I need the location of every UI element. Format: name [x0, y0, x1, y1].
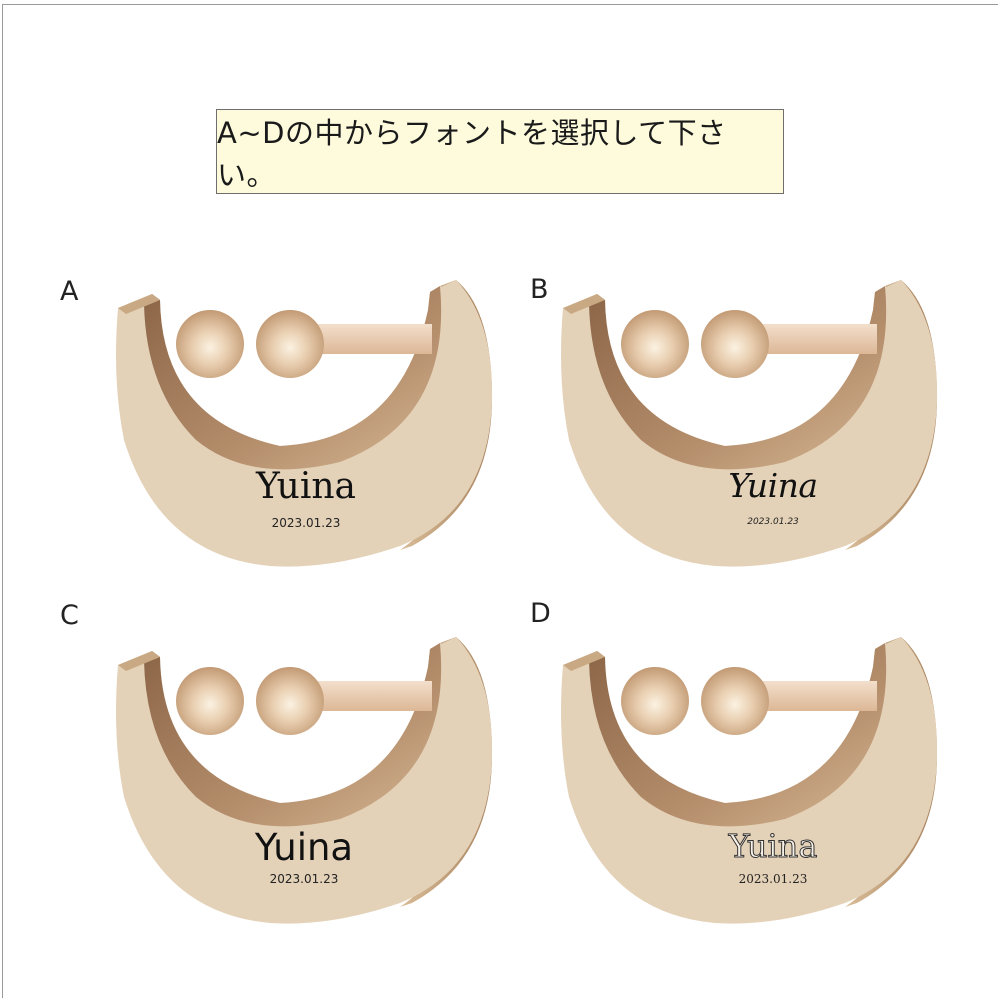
page-frame	[2, 4, 998, 998]
instruction-box: A~Dの中からフォントを選択して下さい。	[216, 109, 784, 194]
crescent-face	[561, 280, 938, 567]
option-letter-c: C	[60, 600, 79, 631]
pearl-right	[256, 667, 324, 735]
pearl-right	[701, 310, 769, 378]
crescent-face	[116, 280, 493, 567]
crescent-face	[561, 637, 938, 924]
instruction-text: A~Dの中からフォントを選択して下さい。	[217, 115, 727, 192]
date-text: 2023.01.23	[269, 872, 339, 886]
option-card-c[interactable]: Yuina 2023.01.23	[100, 627, 500, 927]
date-text: 2023.01.23	[738, 872, 808, 886]
bar	[755, 681, 877, 711]
name-text: Yuina	[728, 466, 818, 505]
name-text: Yuina	[256, 466, 356, 507]
date-text: 2023.01.23	[271, 516, 341, 530]
bar	[755, 324, 877, 354]
bar	[310, 681, 432, 711]
name-text: Yuina	[254, 826, 354, 869]
pearl-right	[256, 310, 324, 378]
option-card-a[interactable]: Yuina 2023.01.23	[100, 270, 500, 570]
option-letter-a: A	[60, 276, 79, 307]
option-card-d[interactable]: Yuina 2023.01.23	[545, 627, 945, 927]
crescent-inner-cut	[144, 286, 442, 470]
pearl-left	[621, 310, 689, 378]
pearl-left	[176, 310, 244, 378]
name-text: Yuina	[728, 827, 818, 866]
crescent-inner-cut	[589, 643, 887, 827]
pearl-right	[701, 667, 769, 735]
crescent-face	[116, 637, 493, 924]
crescent-inner-cut	[144, 643, 442, 827]
bar	[310, 324, 432, 354]
pearl-left	[621, 667, 689, 735]
pearl-left	[176, 667, 244, 735]
option-card-b[interactable]: Yuina 2023.01.23	[545, 270, 945, 570]
option-letter-d: D	[530, 598, 551, 629]
option-letter-b: B	[530, 274, 549, 305]
date-text: 2023.01.23	[747, 517, 799, 527]
crescent-inner-cut	[589, 286, 887, 470]
